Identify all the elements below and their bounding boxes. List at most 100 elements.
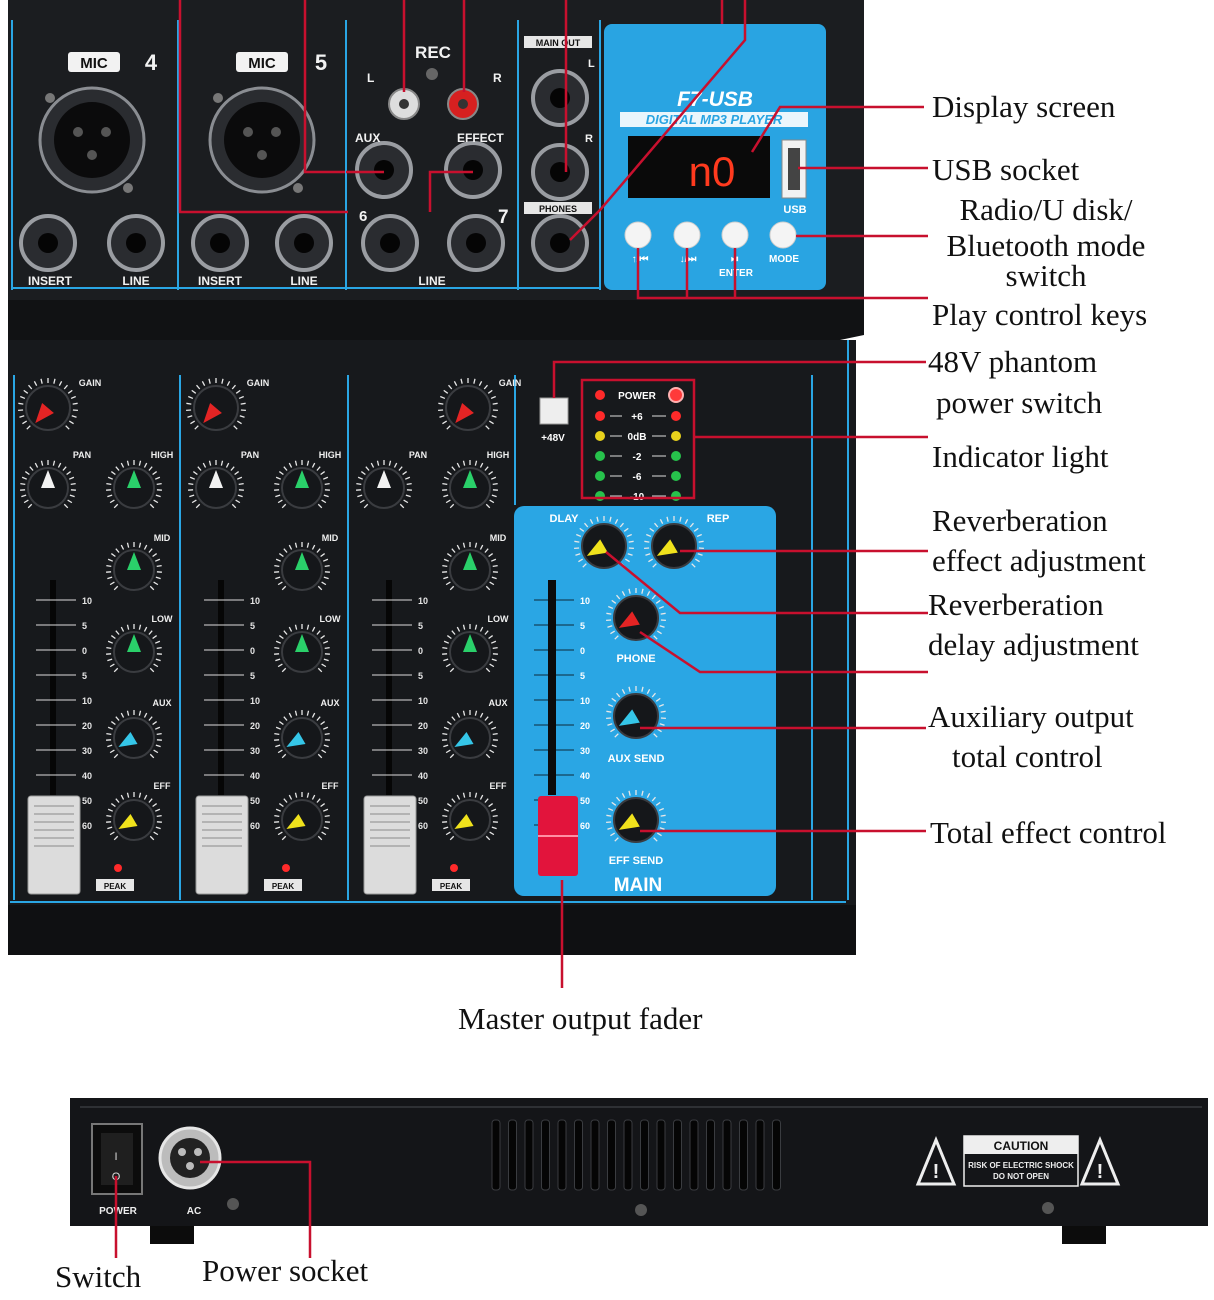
- channel-7-number: 7: [498, 207, 509, 228]
- vent-slot: [591, 1120, 599, 1190]
- mid-label-ch4: MID: [154, 533, 171, 543]
- callout-mode-switch-3: switch: [926, 259, 1166, 293]
- channel-fader-ch67[interactable]: [364, 796, 416, 894]
- fader-tick-ch67: 60: [418, 821, 428, 831]
- level-led-left: [595, 471, 605, 481]
- fader-tick-ch67: 10: [418, 696, 428, 706]
- vent-slot: [525, 1120, 533, 1190]
- phone-label: PHONE: [616, 653, 655, 665]
- next-key[interactable]: [674, 222, 700, 248]
- mp3-player-subtitle: DIGITAL MP3 PLAYER: [646, 112, 783, 127]
- prev-key[interactable]: [625, 222, 651, 248]
- main-fader-tick: 10: [580, 696, 590, 706]
- vent-slot: [674, 1120, 682, 1190]
- rear-ac-label: AC: [187, 1206, 201, 1217]
- eff-label-ch5: EFF: [322, 781, 340, 791]
- fader-tick-ch5: 0: [250, 646, 255, 656]
- level-led-right: [671, 411, 681, 421]
- callout-reverb-delay-2: delay adjustment: [928, 628, 1139, 662]
- channel-5-number: 5: [315, 50, 327, 75]
- fader-tick-ch5: 60: [250, 821, 260, 831]
- fader-tick-ch4: 10: [82, 596, 92, 606]
- callout-reverb-effect-1: Reverberation: [932, 504, 1108, 538]
- prev-key-label: ↑/⏮: [632, 254, 649, 265]
- pan-label-ch4: PAN: [73, 450, 91, 460]
- main-out-r-label: R: [585, 133, 593, 145]
- caution-title: CAUTION: [994, 1139, 1049, 1153]
- phones-label: PHONES: [539, 204, 577, 214]
- level-led-label: -2: [633, 452, 642, 463]
- power-led: [669, 388, 683, 402]
- svg-text:!: !: [933, 1161, 940, 1183]
- effect-label: EFFECT: [457, 131, 504, 145]
- main-fader-tick: 40: [580, 771, 590, 781]
- rear-power-label: POWER: [99, 1206, 138, 1217]
- caution-line-1: RISK OF ELECTRIC SHOCK: [968, 1161, 1074, 1170]
- main-fader-tick: 5: [580, 671, 585, 681]
- fader-tick-ch5: 30: [250, 746, 260, 756]
- callout-master-fader: Master output fader: [458, 1002, 702, 1036]
- fader-tick-ch67: 5: [418, 621, 423, 631]
- callout-aux-total-2: total control: [952, 740, 1103, 774]
- level-led-left: [595, 411, 605, 421]
- vent-slot: [492, 1120, 500, 1190]
- callout-power-socket: Power socket: [202, 1254, 368, 1288]
- channel-6-number: 6: [359, 208, 367, 225]
- main-fader-tick: 5: [580, 621, 585, 631]
- power-led-left: [595, 390, 605, 400]
- fader-tick-ch5: 5: [250, 671, 255, 681]
- fader-tick-ch4: 40: [82, 771, 92, 781]
- level-led-left: [595, 491, 605, 501]
- high-label-ch67: HIGH: [487, 450, 510, 460]
- main-label: MAIN: [614, 875, 663, 896]
- rec-label: REC: [415, 43, 451, 62]
- line-label-ch4: LINE: [122, 274, 149, 288]
- vent-slot: [509, 1120, 517, 1190]
- main-fader-tick: 0: [580, 646, 585, 656]
- vent-slot: [773, 1120, 781, 1190]
- peak-led-ch5: [282, 864, 290, 872]
- play-pause-key[interactable]: [722, 222, 748, 248]
- rec-r-label: R: [493, 71, 502, 85]
- level-led-right: [671, 451, 681, 461]
- vent-slot: [740, 1120, 748, 1190]
- fader-tick-ch4: 10: [82, 696, 92, 706]
- fader-tick-ch67: 30: [418, 746, 428, 756]
- rec-l-label: L: [367, 71, 374, 85]
- peak-label-ch4: PEAK: [104, 882, 126, 891]
- phantom-48v-switch[interactable]: [540, 398, 568, 424]
- mid-label-ch5: MID: [322, 533, 339, 543]
- vent-slot: [641, 1120, 649, 1190]
- fader-tick-ch67: 20: [418, 721, 428, 731]
- level-led-right: [671, 431, 681, 441]
- fader-track-ch4: [50, 580, 56, 795]
- eff-label-ch67: EFF: [490, 781, 508, 791]
- pan-label-ch5: PAN: [241, 450, 259, 460]
- xlr-input-ch4[interactable]: [40, 88, 144, 193]
- fader-track-ch67: [386, 580, 392, 795]
- gain-label-ch4: GAIN: [79, 378, 102, 388]
- xlr-input-ch5[interactable]: [210, 88, 314, 193]
- mode-key[interactable]: [770, 222, 796, 248]
- gain-label-ch5: GAIN: [247, 378, 270, 388]
- callout-indicator: Indicator light: [932, 440, 1108, 474]
- mic-5-label: MIC: [248, 55, 276, 72]
- channel-fader-ch4[interactable]: [28, 796, 80, 894]
- main-fader-tick: 50: [580, 796, 590, 806]
- main-fader-tick: 30: [580, 746, 590, 756]
- aux-send-label: AUX SEND: [608, 753, 665, 765]
- usb-label: USB: [783, 204, 806, 216]
- eff-send-label: EFF SEND: [609, 855, 663, 867]
- aux-label-ch4: AUX: [152, 698, 171, 708]
- vent-slot: [624, 1120, 632, 1190]
- main-fader-tick: 60: [580, 821, 590, 831]
- callout-switch: Switch: [55, 1260, 141, 1294]
- mode-label: MODE: [769, 254, 799, 265]
- pan-label-ch67: PAN: [409, 450, 427, 460]
- fader-tick-ch5: 50: [250, 796, 260, 806]
- channel-fader-ch5[interactable]: [196, 796, 248, 894]
- vent-slot: [657, 1120, 665, 1190]
- high-label-ch4: HIGH: [151, 450, 174, 460]
- fader-tick-ch5: 5: [250, 621, 255, 631]
